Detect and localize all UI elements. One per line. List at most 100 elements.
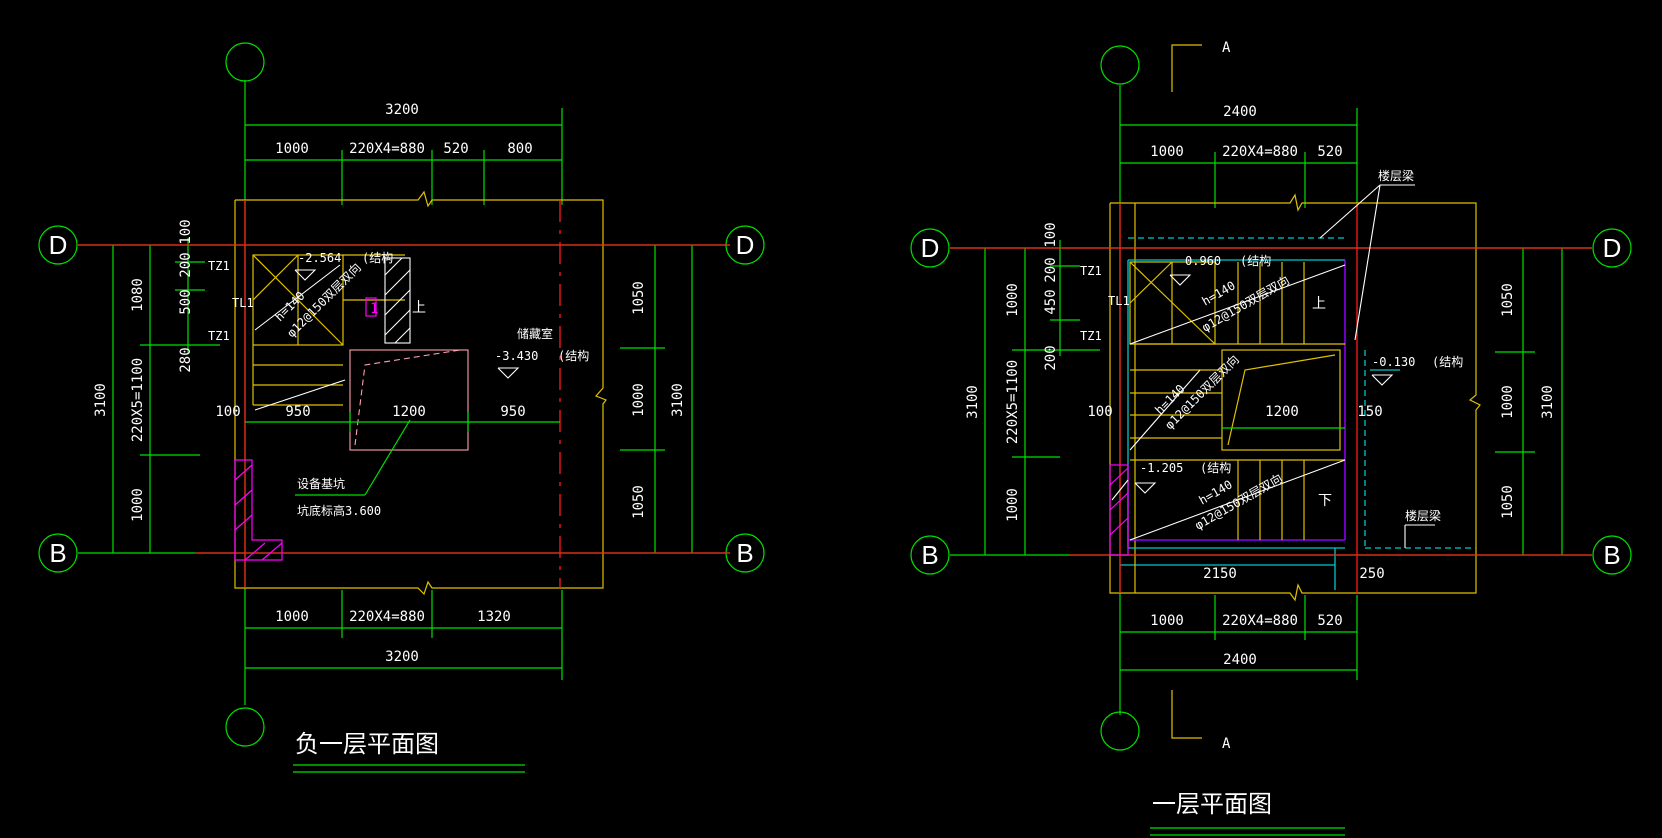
right-right-dim-a: 1050 — [1500, 283, 1516, 317]
right-left-dim-c: 1000 — [1005, 488, 1021, 522]
right-bottom-dim-3: 520 — [1317, 613, 1342, 629]
right-elev-2-note: (结构 — [1200, 460, 1231, 475]
left-room-label: 储藏室 — [517, 326, 553, 341]
axis-label-d-right: D — [1603, 233, 1622, 263]
left-left-step-3: 500 — [178, 289, 194, 314]
left-mid-dim-c: 950 — [500, 404, 525, 420]
right-elev-3: -0.130 — [1372, 355, 1415, 369]
right-top-dim-3: 520 — [1317, 144, 1342, 160]
left-plan-title: 负一层平面图 — [295, 730, 439, 758]
right-left-step-2: 200 — [1043, 257, 1059, 282]
left-top-dim-4: 800 — [507, 141, 532, 157]
left-mid-dim-b: 1200 — [392, 404, 426, 420]
right-mid-dim-b: 150 — [1357, 404, 1382, 420]
left-top-dim-2: 220X4=880 — [349, 141, 425, 157]
right-bottom-dim-0b: 250 — [1359, 566, 1384, 582]
axis-bubble-d-left — [38, 225, 78, 265]
right-right-overall-dim: 3100 — [1540, 385, 1556, 419]
axis-bubble-top — [225, 42, 265, 82]
axis-bubble-top — [1100, 45, 1140, 85]
left-pit-level: 坑底标高3.600 — [297, 503, 381, 518]
axis-bubble-bottom — [1100, 711, 1140, 751]
right-bottom-dim-1: 1000 — [1150, 613, 1184, 629]
left-left-overall-dim: 3100 — [93, 383, 109, 417]
axis-label-b-right: B — [1603, 540, 1620, 570]
section-a-top: A — [1222, 40, 1231, 56]
right-plan-title: 一层平面图 — [1152, 790, 1272, 818]
left-elev-2: -3.430 — [495, 349, 538, 363]
left-top-overall-dim: 3200 — [385, 102, 419, 118]
right-elev-3-note: (结构 — [1432, 354, 1463, 369]
right-right-dim-c: 1050 — [1500, 485, 1516, 519]
left-bottom-dim-2: 220X4=880 — [349, 609, 425, 625]
axis-bubble-bottom — [225, 707, 265, 747]
right-elev-1: 0.960 — [1185, 254, 1221, 268]
left-elev-2-note: (结构 — [558, 348, 589, 363]
axis-bubble-b-left — [910, 535, 950, 575]
left-mid-dim-a: 950 — [285, 404, 310, 420]
left-top-dim-1: 1000 — [275, 141, 309, 157]
right-left-step-4: 200 — [1043, 345, 1059, 370]
right-tz1-bottom: TZ1 — [1080, 329, 1102, 343]
left-elev-1: -2.564 — [298, 251, 341, 265]
right-top-dim-1: 1000 — [1150, 144, 1184, 160]
left-left-step-2: 200 — [178, 252, 194, 277]
right-up-label: 上 — [1312, 296, 1326, 312]
right-left-dim-a: 1000 — [1005, 283, 1021, 317]
right-beam-bottom: 楼层梁 — [1405, 508, 1441, 523]
axis-label-b-left: B — [921, 540, 938, 570]
right-down-label: 下 — [1318, 493, 1332, 509]
axis-bubble-b-left — [38, 533, 78, 573]
axis-label-d-right: D — [736, 230, 755, 260]
left-bottom-dim-1: 1000 — [275, 609, 309, 625]
right-top-dim-2: 220X4=880 — [1222, 144, 1298, 160]
right-elev-1-note: (结构 — [1240, 253, 1271, 268]
axis-label-b-left: B — [49, 538, 66, 568]
right-bottom-dim-0: 2150 — [1203, 566, 1237, 582]
left-bottom-dim-3: 1320 — [477, 609, 511, 625]
right-elev-2: -1.205 — [1140, 461, 1183, 475]
right-left-step-1: 100 — [1043, 222, 1059, 247]
right-plan: D D B B A A 2400 1000 220X4=880 520 1000… — [910, 40, 1632, 836]
left-right-dim-c: 1050 — [631, 485, 647, 519]
right-tl1: TL1 — [1108, 294, 1130, 308]
left-right-dim-a: 1050 — [631, 281, 647, 315]
axis-bubble-d-right — [1592, 228, 1632, 268]
left-top-dim-3: 520 — [443, 141, 468, 157]
left-elev-1-note: (结构 — [362, 250, 393, 265]
right-left-dim-b: 220X5=1100 — [1005, 360, 1021, 444]
right-mid-dim-c: 100 — [1087, 404, 1112, 420]
left-left-step-4: 280 — [178, 347, 194, 372]
axis-label-b-right: B — [736, 538, 753, 568]
left-left-step-1: 100 — [178, 219, 194, 244]
right-left-overall-dim: 3100 — [965, 385, 981, 419]
left-tl1: TL1 — [232, 296, 254, 310]
left-up-label: 上 — [412, 300, 426, 316]
axis-label-d-left: D — [49, 230, 68, 260]
left-section-mark: 1 — [370, 301, 378, 317]
left-pit-label: 设备基坑 — [297, 476, 345, 491]
left-plan: D D B B 3200 1000 220X4=880 520 800 1000… — [38, 42, 765, 773]
right-left-step-3: 450 — [1043, 289, 1059, 314]
left-left-dim-b: 220X5=1100 — [130, 358, 146, 442]
left-left-dim-a: 1080 — [130, 278, 146, 312]
left-right-overall-dim: 3100 — [670, 383, 686, 417]
axis-bubble-d-left — [910, 228, 950, 268]
section-a-bottom: A — [1222, 736, 1231, 752]
right-beam-top: 楼层梁 — [1378, 168, 1414, 183]
left-tz1-top: TZ1 — [208, 259, 230, 273]
left-tz1-bottom: TZ1 — [208, 329, 230, 343]
right-bottom-overall-dim: 2400 — [1223, 652, 1257, 668]
right-mid-dim-a: 1200 — [1265, 404, 1299, 420]
right-tz1-top: TZ1 — [1080, 264, 1102, 278]
left-left-dim-c: 1000 — [130, 488, 146, 522]
left-bottom-overall-dim: 3200 — [385, 649, 419, 665]
axis-bubble-b-right — [1592, 535, 1632, 575]
right-right-dim-b: 1000 — [1500, 385, 1516, 419]
left-mid-dim-d: 100 — [215, 404, 240, 420]
left-right-dim-b: 1000 — [631, 383, 647, 417]
right-top-overall-dim: 2400 — [1223, 104, 1257, 120]
axis-label-d-left: D — [921, 233, 940, 263]
right-bottom-dim-2: 220X4=880 — [1222, 613, 1298, 629]
